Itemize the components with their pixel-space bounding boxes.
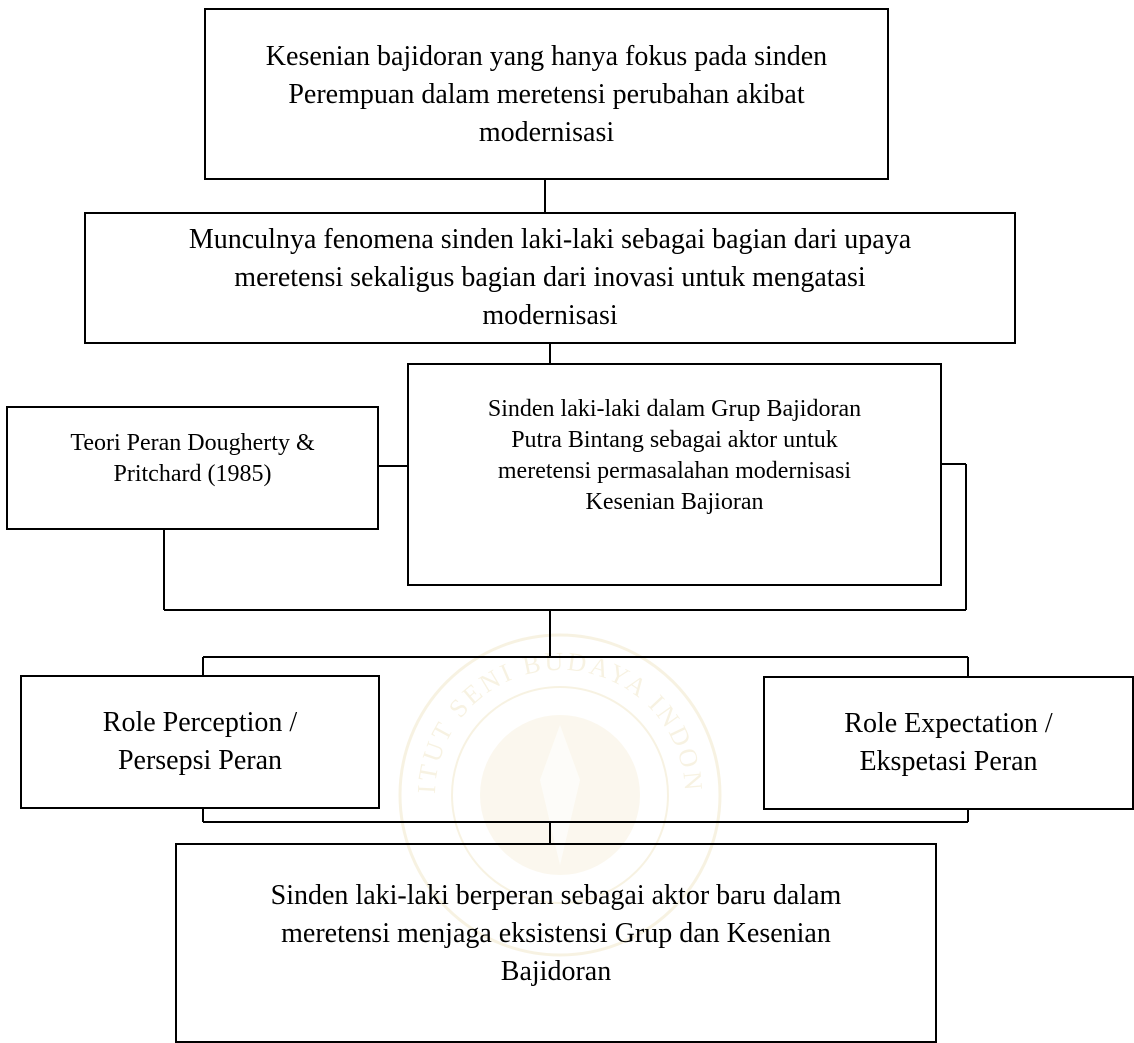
box-top-text: Kesenian bajidoran yang hanya fokus pada… xyxy=(265,41,828,148)
box-role-expectation-text: Role Expectation / Ekspetasi Peran xyxy=(844,708,1053,777)
box-second-text: Munculnya fenomena sinden laki-laki seba… xyxy=(188,224,912,331)
box-male-singer-phenomenon: Munculnya fenomena sinden laki-laki seba… xyxy=(84,212,1016,344)
box-role-perception-text: Role Perception / Persepsi Peran xyxy=(102,707,298,776)
box-male-singer-text: Sinden laki-laki dalam Grup Bajidoran Pu… xyxy=(487,395,862,515)
box-result-text: Sinden laki-laki berperan sebagai aktor … xyxy=(270,880,842,987)
box-traditional-female-singer: Kesenian bajidoran yang hanya fokus pada… xyxy=(204,8,889,180)
box-male-singer-actor: Sinden laki-laki dalam Grup Bajidoran Pu… xyxy=(407,363,942,586)
box-theory-text: Teori Peran Dougherty & Pritchard (1985) xyxy=(70,430,315,487)
box-role-expectation: Role Expectation / Ekspetasi Peran xyxy=(763,676,1134,810)
box-role-perception: Role Perception / Persepsi Peran xyxy=(20,675,380,809)
box-result: Sinden laki-laki berperan sebagai aktor … xyxy=(175,843,937,1043)
box-role-theory: Teori Peran Dougherty & Pritchard (1985) xyxy=(6,406,379,530)
